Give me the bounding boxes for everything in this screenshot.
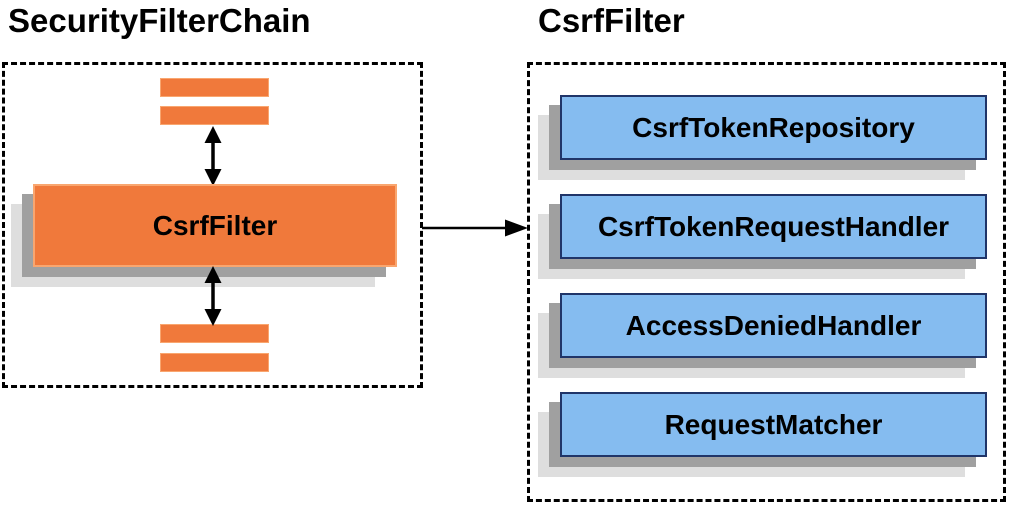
csrf-filter-detail-container [527,62,1006,502]
component-box-label: RequestMatcher [664,408,883,440]
component-box-request-matcher: RequestMatcher [560,392,987,457]
security-filter-chain-title: SecurityFilterChain [8,2,311,39]
component-box-access-denied-handler: AccessDeniedHandler [560,293,987,358]
component-box-csrf-token-repository: CsrfTokenRepository [560,95,987,160]
double-arrow-icon [204,126,222,186]
security-filter-chain-container [2,62,423,388]
filter-placeholder-bar [160,353,269,372]
csrf-filter-box-label: CsrfFilter [152,209,278,241]
filter-placeholder-bar [160,324,269,343]
component-box-label: CsrfTokenRequestHandler [597,210,950,242]
filter-placeholder-bar [160,78,269,97]
right-arrow-icon [422,219,528,237]
component-box-label: CsrfTokenRepository [632,111,915,143]
component-box-label: AccessDeniedHandler [625,309,922,341]
csrf-filter-box: CsrfFilter [33,184,397,267]
double-arrow-icon [204,266,222,326]
csrf-filter-title: CsrfFilter [538,2,685,39]
component-box-csrf-token-request-handler: CsrfTokenRequestHandler [560,194,987,259]
filter-placeholder-bar [160,106,269,125]
